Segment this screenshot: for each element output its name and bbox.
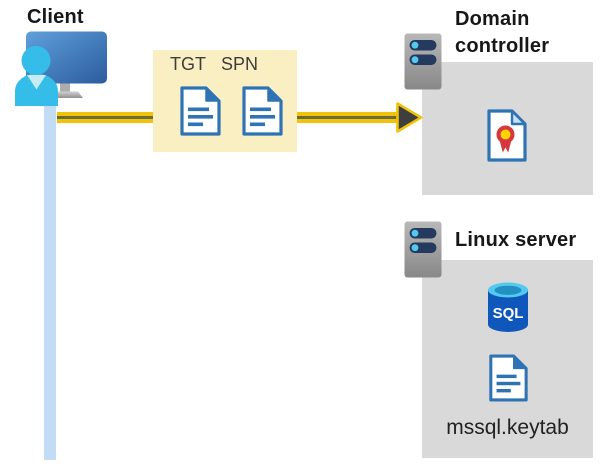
tgt-document-icon (180, 86, 221, 136)
linux-server-label: Linux server (455, 229, 577, 251)
person-icon (15, 46, 58, 106)
spn-label: SPN (221, 54, 259, 74)
tgt-label: TGT (170, 54, 206, 74)
keytab-label: mssql.keytab (446, 416, 569, 439)
auth-arrowhead-icon (396, 102, 423, 133)
keytab-document-icon (489, 354, 528, 402)
client-label: Client (27, 6, 84, 28)
certificate-icon (487, 109, 527, 162)
sql-database-label: SQL (493, 305, 524, 322)
domain-controller-label: Domain controller (455, 8, 550, 57)
spn-document-icon (242, 86, 283, 136)
linux-server-icon (404, 221, 442, 278)
sql-database-icon: SQL (488, 282, 528, 332)
client-timeline-bar (44, 94, 56, 460)
client-icon (15, 31, 107, 106)
domain-controller-server-icon (404, 33, 442, 90)
token-box: TGT SPN (153, 50, 297, 152)
